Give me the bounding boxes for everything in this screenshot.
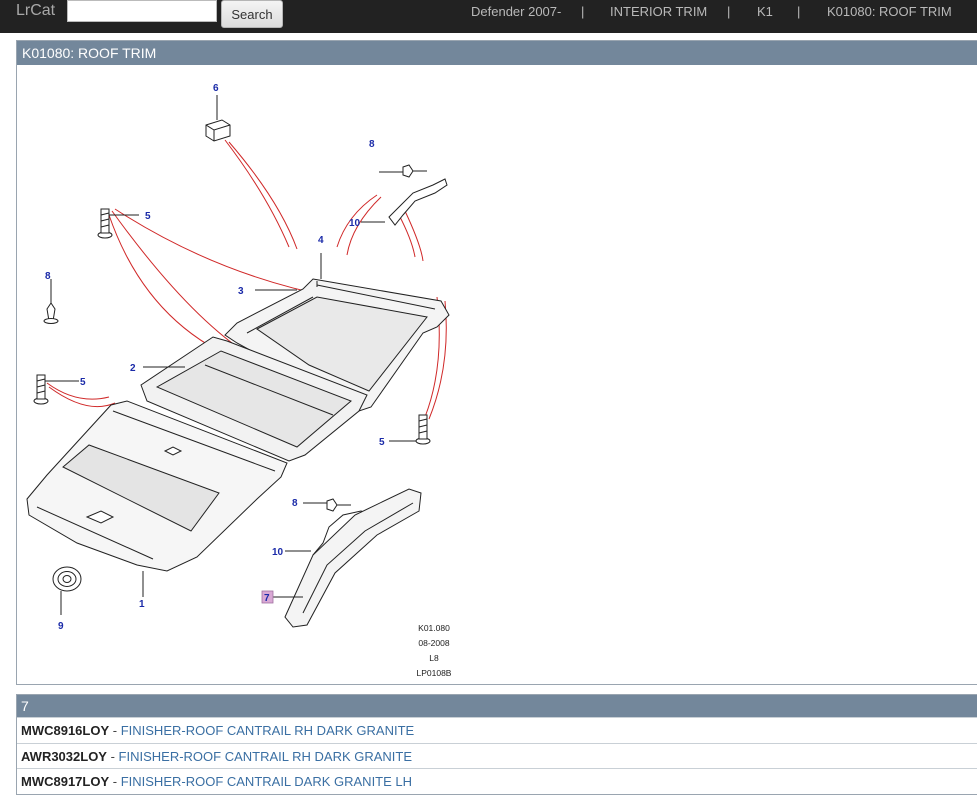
part-row[interactable]: MWC8917LOY - FINISHER-ROOF CANTRAIL DARK… <box>17 768 977 793</box>
part-separator: - <box>109 774 121 789</box>
callout-8b[interactable]: 8 <box>45 271 51 282</box>
breadcrumb-item-section[interactable]: K1 <box>757 4 773 19</box>
diagram-date: 08-2008 <box>418 638 449 648</box>
callout-5b[interactable]: 5 <box>80 377 86 388</box>
callout-8c[interactable]: 8 <box>292 498 298 509</box>
breadcrumb-separator: | <box>727 4 731 19</box>
part-separator: - <box>109 723 121 738</box>
part-number: MWC8916LOY <box>21 723 110 738</box>
diagram-code: L8 <box>429 653 439 663</box>
callout-10b[interactable]: 10 <box>272 547 284 558</box>
parts-panel-title: 7 <box>17 695 977 717</box>
parts-panel: 7 MWC8916LOY - FINISHER-ROOF CANTRAIL RH… <box>16 694 977 795</box>
callout-7[interactable]: 7 <box>264 593 270 604</box>
callout-labels: 6 8 10 5 4 3 8 2 5 5 8 10 7 1 9 <box>45 83 385 632</box>
breadcrumb-separator: | <box>581 4 585 19</box>
callout-10a[interactable]: 10 <box>349 218 361 229</box>
breadcrumb-separator: | <box>797 4 801 19</box>
part-9-tape-roll-drawing <box>52 566 82 615</box>
part-7-cantrail-drawing <box>273 488 422 628</box>
part-8-pin-drawing <box>43 164 427 512</box>
breadcrumb-item-group[interactable]: INTERIOR TRIM <box>610 4 708 19</box>
brand-logo[interactable]: LrCat <box>16 2 56 19</box>
breadcrumb-item-page[interactable]: K01080: ROOF TRIM <box>827 4 952 19</box>
top-navbar: LrCat Search Defender 2007- | INTERIOR T… <box>0 0 977 33</box>
callout-9[interactable]: 9 <box>58 621 64 632</box>
part-separator: - <box>106 749 119 764</box>
callout-4[interactable]: 4 <box>318 235 324 246</box>
part-6-clip-drawing <box>205 95 231 142</box>
part-number: MWC8917LOY <box>21 774 110 789</box>
part-row[interactable]: AWR3032LOY - FINISHER-ROOF CANTRAIL RH D… <box>17 743 977 768</box>
callout-7-highlight <box>261 590 274 604</box>
part-description-link[interactable]: FINISHER-ROOF CANTRAIL RH DARK GRANITE <box>118 749 413 764</box>
part-description-link[interactable]: FINISHER-ROOF CANTRAIL DARK GRANITE LH <box>120 774 413 789</box>
part-description-link[interactable]: FINISHER-ROOF CANTRAIL RH DARK GRANITE <box>120 723 415 738</box>
diagram-id: LP0108B <box>417 668 452 678</box>
search-button[interactable]: Search <box>221 0 283 28</box>
part-2-roof-panel-drawing <box>140 336 368 462</box>
part-1-roof-panel-drawing <box>26 400 288 597</box>
callout-1[interactable]: 1 <box>139 599 145 610</box>
diagram-ref: K01.080 <box>418 623 450 633</box>
callout-8a[interactable]: 8 <box>369 139 375 150</box>
part-number: AWR3032LOY <box>21 749 107 764</box>
part-3-4-roof-panel-drawing <box>224 253 450 412</box>
part-5-screw-drawing <box>33 208 431 445</box>
callout-2[interactable]: 2 <box>130 363 136 374</box>
breadcrumb-item-model[interactable]: Defender 2007- <box>471 4 562 19</box>
exploded-diagram: 6 8 10 5 4 3 8 2 5 5 8 10 7 1 9 K01.080 … <box>26 83 452 678</box>
callout-3[interactable]: 3 <box>238 286 244 297</box>
diagram-info: K01.080 08-2008 L8 LP0108B <box>417 623 452 678</box>
part-row[interactable]: MWC8916LOY - FINISHER-ROOF CANTRAIL RH D… <box>17 717 977 742</box>
callout-5a[interactable]: 5 <box>145 211 151 222</box>
callout-5c[interactable]: 5 <box>379 437 385 448</box>
diagram-panel-title: K01080: ROOF TRIM <box>17 41 977 65</box>
callout-6[interactable]: 6 <box>213 83 219 94</box>
diagram-panel: K01080: ROOF TRIM <box>16 40 977 685</box>
search-input[interactable] <box>67 0 217 22</box>
